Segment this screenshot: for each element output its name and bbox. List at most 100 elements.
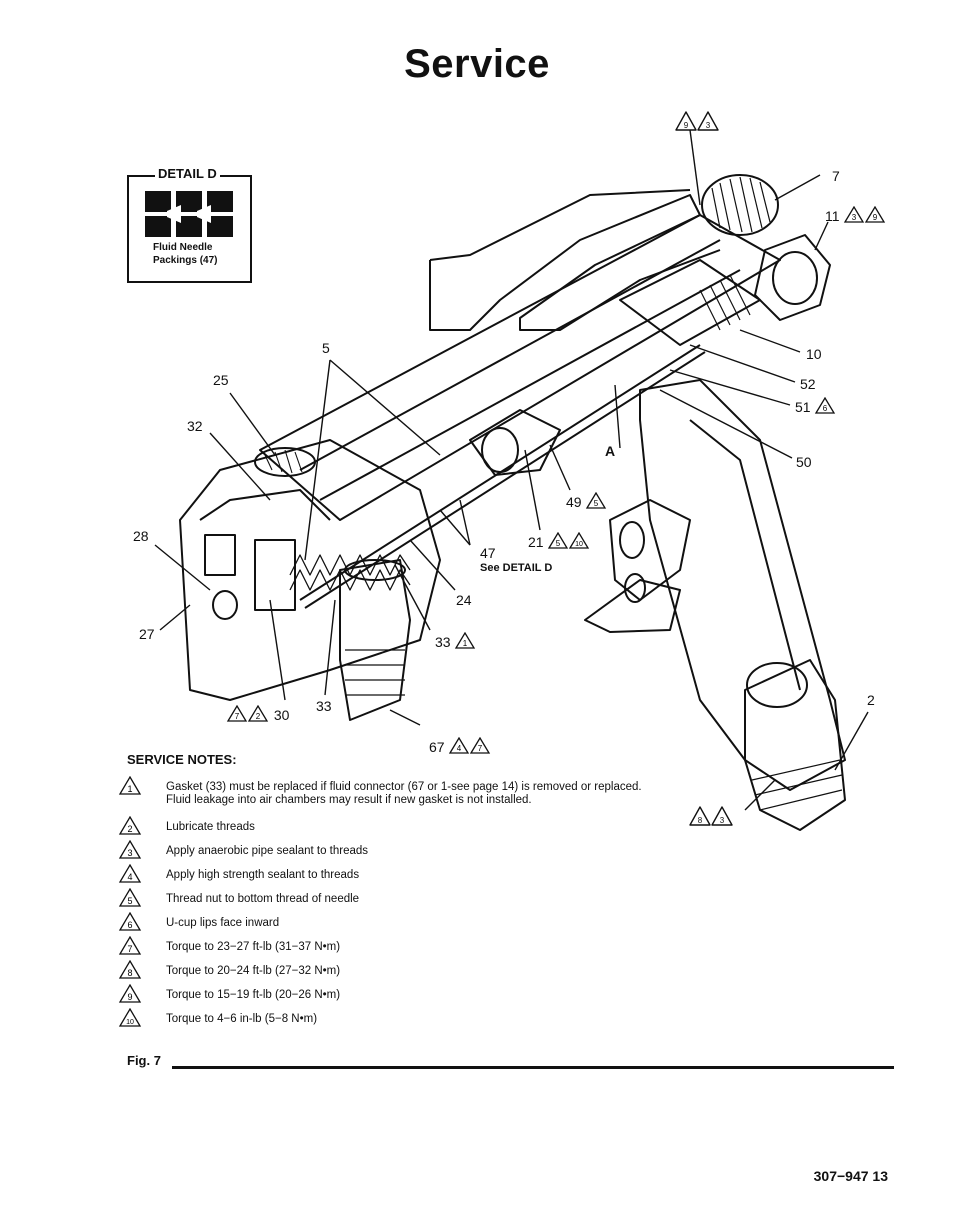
svg-text:2: 2	[256, 712, 261, 721]
svg-text:5: 5	[556, 539, 561, 548]
note-text: U-cup lips face inward	[166, 917, 279, 930]
svg-text:9: 9	[873, 213, 878, 222]
service-note-item: 2 Lubricate threads	[118, 816, 718, 840]
service-note-item: 6 U-cup lips face inward	[118, 912, 718, 936]
detail-caption-line1: Fluid Needle	[153, 242, 213, 253]
note-text-line1: Lubricate threads	[166, 821, 255, 833]
svg-text:4: 4	[457, 744, 462, 753]
svg-text:7: 7	[235, 712, 240, 721]
note-triangle-icon: 8	[118, 960, 142, 979]
callout-32: 32	[187, 418, 203, 434]
detail-caption-line2: Packings (47)	[153, 255, 218, 266]
note-triangle-icon: 6	[118, 912, 142, 931]
svg-text:3: 3	[720, 816, 725, 825]
note-number: 8	[127, 968, 132, 978]
svg-text:6: 6	[823, 404, 828, 413]
note-triangle-icon: 7	[118, 936, 142, 955]
callout-30-number: 30	[273, 707, 290, 723]
note-text-line1: Torque to 23−27 ft-lb (31−37 N•m)	[166, 941, 341, 953]
note-text-line1: U-cup lips face inward	[166, 917, 280, 929]
note-number: 4	[127, 872, 132, 882]
callout-51: 51 6	[795, 397, 836, 415]
callout-21: 21 5 10	[528, 532, 591, 550]
note-5-and-10-icon: 5 10	[548, 532, 590, 549]
service-note-item: 5 Thread nut to bottom thread of needle	[118, 888, 718, 912]
svg-text:3: 3	[852, 213, 857, 222]
note-triangle-icon: 4	[118, 864, 142, 883]
svg-text:5: 5	[594, 499, 599, 508]
note-text: Apply high strength sealant to threads	[166, 869, 359, 882]
callout-33-gasket: 33 1	[435, 632, 476, 650]
packings-icon	[145, 191, 233, 237]
note-triangle-icon: 1	[118, 776, 142, 795]
svg-text:9: 9	[684, 121, 689, 130]
callout-24: 24	[456, 592, 472, 608]
note-number: 2	[127, 824, 132, 834]
note-text-line1: Torque to 15−19 ft-lb (20−26 N•m)	[166, 989, 341, 1001]
note-number: 1	[127, 784, 132, 794]
service-note-item: 8 Torque to 20−24 ft-lb (27−32 N•m)	[118, 960, 718, 984]
note-text: Thread nut to bottom thread of needle	[166, 893, 359, 906]
note-text-line2: Fluid leakage into air chambers may resu…	[166, 794, 532, 806]
note-text-line1: Torque to 4−6 in-lb (5−8 N•m)	[166, 1013, 318, 1025]
callout-33-gasket-number: 33	[435, 634, 451, 650]
note-number: 9	[127, 992, 132, 1002]
note-triangle-icon: 3	[118, 840, 142, 859]
callout-11-number: 11	[825, 208, 840, 224]
see-detail-d-label: See DETAIL D	[480, 562, 553, 574]
callout-A: A	[605, 443, 616, 459]
note-text-line1: Apply anaerobic pipe sealant to threads	[166, 845, 369, 857]
svg-text:7: 7	[478, 744, 483, 753]
detail-d-box: DETAIL D Fluid Needle Packings (47)	[127, 166, 252, 283]
detail-d-caption: Fluid Needle Packings (47)	[153, 241, 217, 267]
callout-28: 28	[133, 528, 149, 544]
callout-33-lower: 33	[316, 698, 332, 714]
callout-47: 47	[480, 545, 496, 561]
note-triangle-icon: 5	[118, 888, 142, 907]
callout-2: 2	[867, 692, 875, 708]
svg-text:3: 3	[706, 121, 711, 130]
note-triangle-icon: 10	[118, 1008, 142, 1027]
note-5-icon: 5	[586, 492, 607, 509]
svg-text:10: 10	[576, 541, 584, 548]
note-6-icon: 6	[815, 397, 836, 414]
page-number: 307−947 13	[813, 1168, 888, 1184]
callout-25: 25	[213, 372, 229, 388]
svg-text:8: 8	[698, 816, 703, 825]
service-note-item: 4 Apply high strength sealant to threads	[118, 864, 718, 888]
service-note-item: 9 Torque to 15−19 ft-lb (20−26 N•m)	[118, 984, 718, 1008]
service-notes-heading: SERVICE NOTES:	[127, 752, 237, 767]
note-text: Torque to 23−27 ft-lb (31−37 N•m)	[166, 941, 340, 954]
callout-67-number: 67	[429, 739, 445, 755]
note-triangle-icon: 2	[118, 816, 142, 835]
figure-rule	[172, 1066, 894, 1069]
note-number: 3	[127, 848, 132, 858]
note-number: 7	[127, 944, 132, 954]
callout-21-number: 21	[528, 534, 544, 550]
note-text: Apply anaerobic pipe sealant to threads	[166, 845, 368, 858]
callout-5: 5	[322, 340, 330, 356]
page-title: Service	[404, 42, 550, 86]
callout-52: 52	[800, 376, 816, 392]
note-text-line1: Torque to 20−24 ft-lb (27−32 N•m)	[166, 965, 341, 977]
service-note-item: 7 Torque to 23−27 ft-lb (31−37 N•m)	[118, 936, 718, 960]
note-text: Torque to 20−24 ft-lb (27−32 N•m)	[166, 965, 340, 978]
note-text: Torque to 4−6 in-lb (5−8 N•m)	[166, 1013, 317, 1026]
svg-text:1: 1	[463, 639, 468, 648]
callout-27: 27	[139, 626, 155, 642]
note-text: Torque to 15−19 ft-lb (20−26 N•m)	[166, 989, 340, 1002]
callout-7: 7	[832, 168, 840, 184]
figure-label: Fig. 7	[127, 1053, 161, 1068]
callout-49-number: 49	[566, 494, 582, 510]
note-text-line1: Thread nut to bottom thread of needle	[166, 893, 360, 905]
note-triangle-icon: 9	[118, 984, 142, 1003]
